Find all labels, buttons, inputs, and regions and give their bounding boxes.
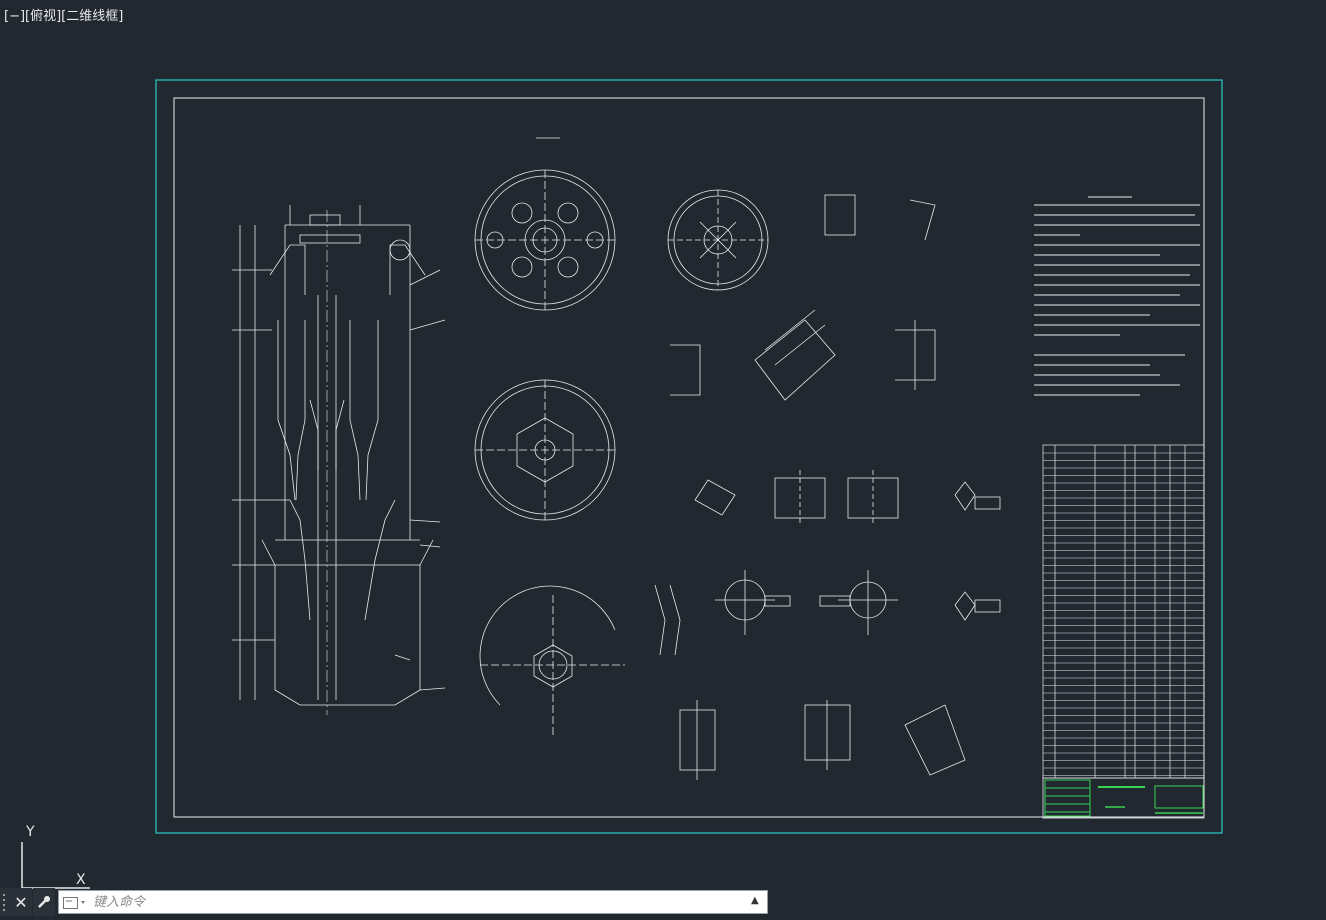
command-input-container[interactable]: ▲ xyxy=(58,890,768,914)
technical-notes xyxy=(1034,196,1200,396)
parts-list-rows xyxy=(1043,452,1204,776)
section-views-middle xyxy=(654,189,1001,780)
viewport-controls-label[interactable]: [−][俯视][二维线框] xyxy=(4,9,124,24)
parts-list-table xyxy=(1042,444,1205,779)
command-input[interactable] xyxy=(93,891,733,913)
section-views-left xyxy=(474,137,625,735)
command-prompt-icon[interactable] xyxy=(63,896,89,910)
grip-handle-icon[interactable] xyxy=(0,888,10,916)
title-block xyxy=(1042,777,1205,819)
command-line-bar: ✕ ▲ xyxy=(0,888,770,916)
close-icon[interactable]: ✕ xyxy=(10,888,32,916)
chevron-up-icon[interactable]: ▲ xyxy=(751,895,759,906)
wrench-icon[interactable] xyxy=(33,888,55,916)
sheet-boundary xyxy=(155,79,1223,834)
vessel-main-view xyxy=(232,205,446,715)
ucs-x-label: X xyxy=(76,872,86,888)
ucs-y-label: Y xyxy=(25,824,35,840)
drawing-border xyxy=(173,97,1205,818)
ucs-icon: Y X xyxy=(21,824,90,889)
